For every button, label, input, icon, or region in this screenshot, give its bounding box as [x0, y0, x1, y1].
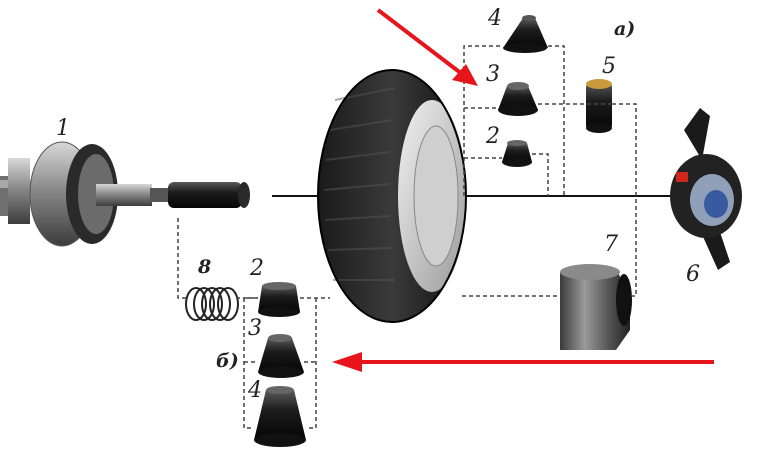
label-cup: 7 — [604, 232, 618, 257]
label-cone-3-bottom: 3 — [248, 316, 262, 341]
cone-2-bottom — [258, 282, 300, 317]
cone-4-top — [503, 15, 548, 53]
label-cone-2-bottom: 2 — [250, 256, 264, 281]
label-variant-a: а) — [614, 18, 636, 40]
cone-2-top — [502, 140, 532, 167]
red-arrow-bottom — [332, 352, 714, 372]
ring-5 — [586, 79, 612, 133]
label-ring: 5 — [602, 54, 616, 79]
wing-nut-6 — [670, 108, 742, 270]
red-arrow-top — [376, 8, 478, 86]
label-cone-4-top: 4 — [488, 6, 502, 31]
cone-3-top — [498, 82, 538, 116]
cone-4-bottom — [254, 386, 306, 447]
label-wing-nut: 6 — [686, 262, 700, 287]
cup-7 — [560, 264, 632, 350]
label-cone-2-top: 2 — [486, 124, 500, 149]
label-cone-3-top: 3 — [486, 62, 500, 87]
label-variant-b: б) — [216, 350, 239, 372]
tire — [317, 69, 467, 323]
label-shaft: 1 — [56, 116, 70, 141]
balancer-shaft — [0, 141, 250, 247]
label-spring: 8 — [198, 256, 212, 278]
label-cone-4-bottom: 4 — [248, 378, 262, 403]
connector-lines — [177, 45, 637, 429]
cone-3-bottom — [258, 334, 304, 378]
spring-8 — [185, 287, 239, 321]
